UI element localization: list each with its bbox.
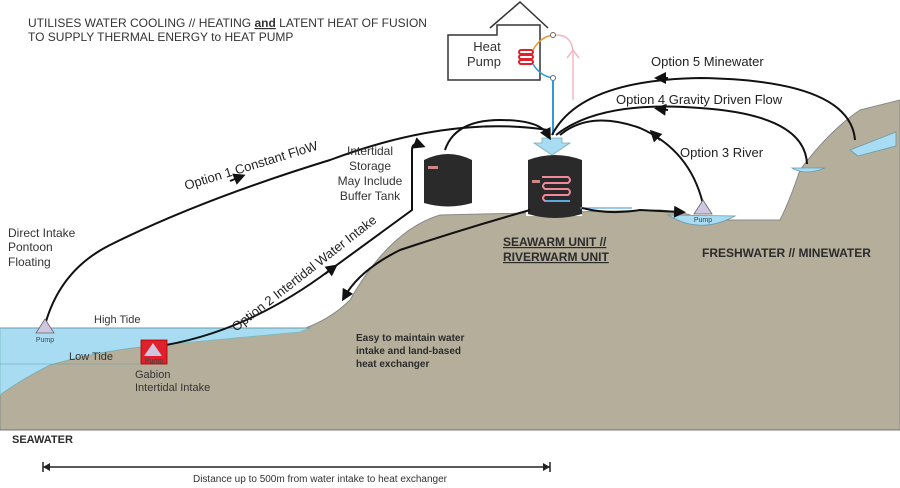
option2-flow-line [165, 137, 426, 346]
option3-flow-line [559, 119, 704, 205]
gabion-pump-icon: Pump [140, 339, 168, 365]
maintain-note: Easy to maintain water intake and land-b… [356, 333, 464, 370]
svg-text:Storage: Storage [349, 159, 391, 173]
heat-pump-label-1: Heat [473, 39, 501, 54]
seawarm-unit-tank [526, 155, 582, 218]
upper-pond [790, 167, 826, 173]
option5-flow-line [551, 76, 856, 141]
svg-text:Pump: Pump [36, 337, 54, 344]
svg-text:Pontoon: Pontoon [8, 240, 53, 254]
river-pump-icon: Pump [693, 199, 713, 224]
intertidal-storage-label: Intertidal Storage May Include Buffer Ta… [338, 144, 403, 203]
return-pipe [555, 34, 574, 100]
high-tide-label: High Tide [94, 314, 140, 326]
low-tide-label: Low Tide [69, 351, 113, 363]
heat-pump-house: Heat Pump [447, 0, 580, 135]
svg-text:Easy to maintain water: Easy to maintain water [356, 333, 464, 344]
heat-pump-label-2: Pump [467, 54, 501, 69]
svg-text:Floating: Floating [8, 255, 51, 269]
svg-text:Pump: Pump [694, 217, 712, 224]
option3-label: Option 3 River [680, 145, 764, 160]
option4-label: Option 4 Gravity Driven Flow [616, 92, 783, 107]
svg-text:Intertidal Intake: Intertidal Intake [135, 382, 210, 394]
svg-text:intake and land-based: intake and land-based [356, 346, 461, 357]
return-arrow-icon [566, 48, 580, 59]
seawarm-unit-label: SEAWARM UNIT // RIVERWARM UNIT [503, 235, 609, 264]
minewater-channel [849, 131, 897, 157]
option1-label: Option 1 Constant FloW [182, 138, 320, 193]
svg-text:May Include: May Include [338, 174, 403, 188]
floating-pump-icon: Pump [35, 318, 55, 344]
buffer-tank [424, 154, 472, 207]
gabion-label: Gabion Intertidal Intake [135, 369, 210, 394]
svg-text:heat exchanger: heat exchanger [356, 359, 429, 370]
seawater-label: SEAWATER [12, 434, 73, 446]
option4-flow-line [555, 105, 808, 165]
direct-intake-label: Direct Intake Pontoon Floating [8, 226, 76, 269]
distance-arrow [42, 462, 551, 472]
svg-text:Intertidal: Intertidal [347, 144, 393, 158]
pipe-joint-top [550, 32, 556, 38]
svg-text:Gabion: Gabion [135, 369, 170, 381]
option1-flow-line [44, 125, 549, 326]
unit-to-river-line [581, 205, 686, 218]
svg-text:SEAWARM UNIT //: SEAWARM UNIT // [503, 235, 607, 249]
inflow-arrow-icon [532, 137, 572, 156]
header-line-2: TO SUPPLY THERMAL ENERGY to HEAT PUMP [28, 30, 293, 44]
svg-text:RIVERWARM UNIT: RIVERWARM UNIT [503, 250, 609, 264]
svg-text:Direct Intake: Direct Intake [8, 226, 76, 240]
svg-text:Pump: Pump [145, 358, 163, 365]
heat-pump-coil-icon [518, 49, 534, 65]
header-line-1: UTILISES WATER COOLING // HEATING and LA… [28, 16, 427, 30]
svg-text:Buffer Tank: Buffer Tank [340, 189, 401, 203]
heat-exchanger-coil-icon [542, 176, 571, 202]
pipe-joint-bottom [550, 75, 556, 81]
option5-label: Option 5 Minewater [651, 54, 764, 69]
distance-note: Distance up to 500m from water intake to… [193, 474, 448, 485]
freshwater-label: FRESHWATER // MINEWATER [702, 246, 871, 260]
storage-to-unit-line [444, 118, 551, 151]
unit-return-line [341, 209, 531, 302]
